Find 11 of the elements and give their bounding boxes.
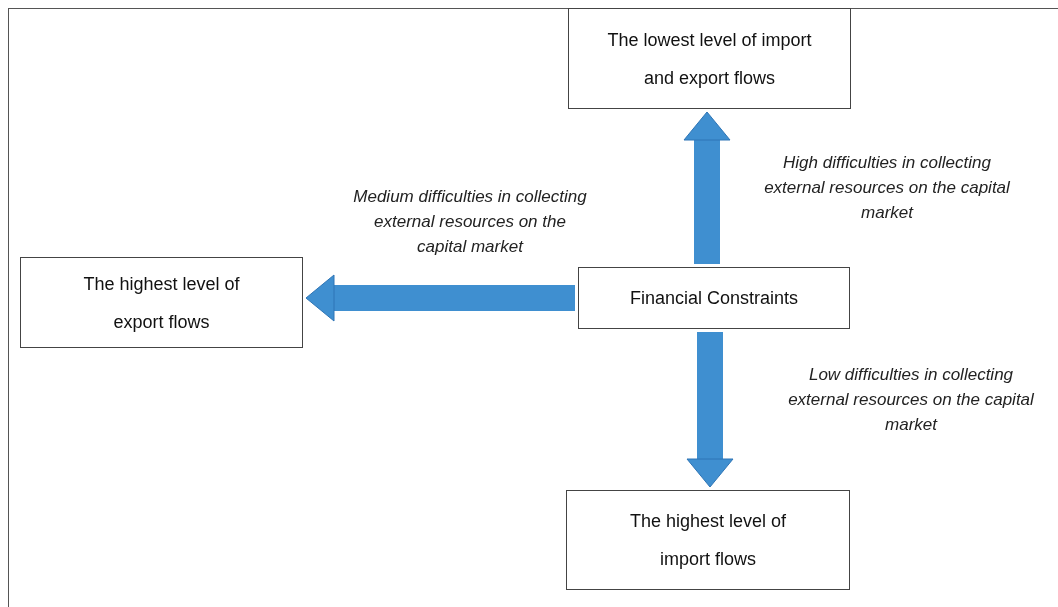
process-box: [20, 257, 303, 348]
box-text: The lowest level of import and export flows: [607, 28, 812, 90]
box-text: The highest level of export flows: [82, 272, 241, 334]
block-arrow: [686, 332, 734, 488]
block-arrow: [683, 111, 731, 264]
block-arrow: [305, 274, 575, 322]
process-box: [578, 267, 850, 329]
process-box: [566, 490, 850, 590]
process-box: [568, 8, 851, 109]
box-text: Financial Constraints: [629, 287, 799, 310]
box-text: The highest level of import flows: [628, 510, 788, 571]
